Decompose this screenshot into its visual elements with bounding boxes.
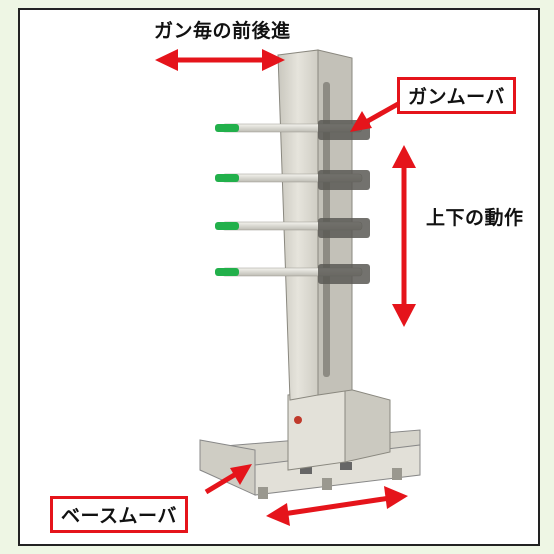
up-down-motion-label: 上下の動作 [426,207,524,229]
gun-nozzle-2 [215,174,239,182]
gun-mover-label: ガンムーバ [397,77,516,114]
lower-housing [287,387,391,471]
base-vent-1 [300,466,312,474]
gun-mover-pointer [350,101,400,132]
gun-nozzle-3 [215,222,239,230]
gun-nozzle-4 [215,268,239,276]
base-move-arrow [266,486,408,526]
base-foot-2 [322,478,332,490]
base-mover-pointer [204,464,252,495]
base-vent-2 [340,462,352,470]
base-mover-label: ベースムーバ [50,496,188,533]
up-down-arrow [392,145,416,327]
base-foot-3 [392,468,402,480]
base-foot-1 [258,487,268,499]
gun-forward-back-label: ガン毎の前後進 [154,20,291,42]
brand-logo-mark [294,416,302,424]
gun-arm-2 [215,170,370,190]
gun-nozzle-1 [215,124,239,132]
forward-back-arrow [155,49,285,71]
gun-arm-3 [215,218,370,238]
gun-arm-4 [215,264,370,284]
